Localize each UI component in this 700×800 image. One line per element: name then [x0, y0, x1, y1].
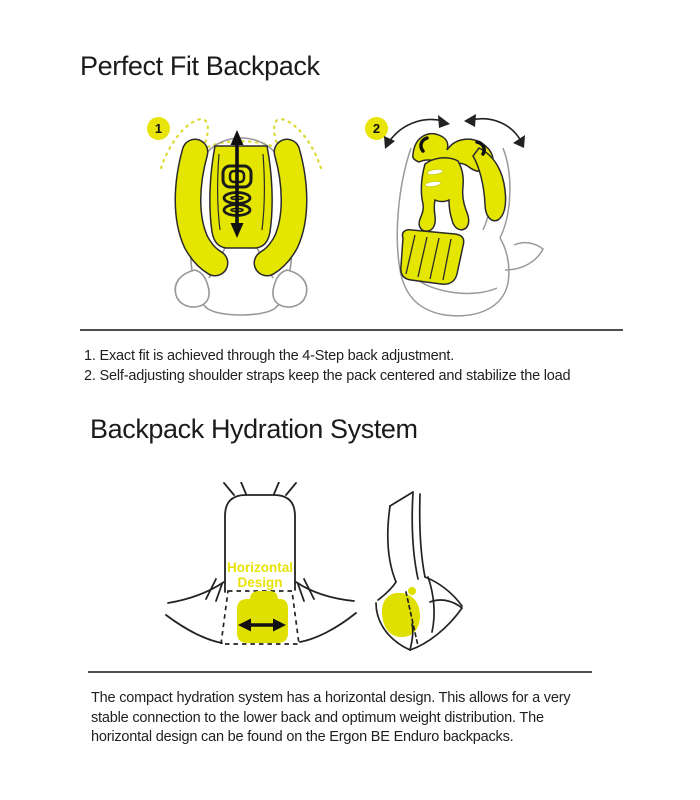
- hose-port: [408, 587, 416, 595]
- vertical-adjust-arrow-icon: [230, 130, 244, 238]
- fit-note-2: 2. Self-adjusting shoulder straps keep t…: [84, 368, 571, 384]
- pack-front-outline: [165, 482, 357, 644]
- hydration-side-illustration: [375, 491, 464, 652]
- horizontal-design-label-line1: Horizontal: [227, 560, 293, 575]
- hydration-description-line-3: horizontal design can be found on the Er…: [91, 729, 514, 745]
- hydration-front-illustration: Horizontal Design: [165, 482, 357, 645]
- section-title-perfect-fit: Perfect Fit Backpack: [80, 51, 320, 81]
- reservoir-side: [381, 592, 420, 638]
- hydration-description: The compact hydration system has a horiz…: [91, 689, 571, 748]
- fit-notes: 1. Exact fit is achieved through the 4-S…: [84, 346, 571, 386]
- back-panel-inner-lines: [217, 153, 265, 231]
- divider-bottom: [88, 671, 592, 673]
- panel-vent-slots: [424, 168, 444, 188]
- pack-side-outline: [375, 491, 464, 652]
- section-title-hydration: Backpack Hydration System: [90, 414, 418, 444]
- swing-arrow-right-icon: [464, 114, 525, 148]
- back-adjustment-illustration: [159, 117, 323, 316]
- hydration-compartment-dashed-outline: [220, 590, 300, 645]
- shoulder-strap-illustration: [384, 114, 544, 317]
- harness-right-strap: [472, 147, 507, 222]
- figure-badge-2: 2: [365, 117, 388, 140]
- divider-top: [80, 329, 623, 331]
- harness-center-panel: [418, 156, 470, 232]
- swing-arrow-left-icon: [384, 115, 450, 149]
- shoulder-straps: [174, 138, 308, 277]
- lumbar-pad-ribs: [405, 234, 452, 281]
- figure-badge-1: 1: [147, 117, 170, 140]
- horizontal-design-label-line2: Design: [237, 575, 282, 590]
- fit-note-1: 1. Exact fit is achieved through the 4-S…: [84, 348, 455, 364]
- hydration-description-line-1: The compact hydration system has a horiz…: [91, 690, 571, 706]
- lumbar-pad: [400, 229, 465, 285]
- hydration-description-line-2: stable connection to the lower back and …: [91, 709, 544, 726]
- horizontal-width-arrow-icon: [238, 618, 286, 632]
- strap-buckle-marks: [419, 136, 486, 156]
- reservoir-front: [237, 591, 288, 643]
